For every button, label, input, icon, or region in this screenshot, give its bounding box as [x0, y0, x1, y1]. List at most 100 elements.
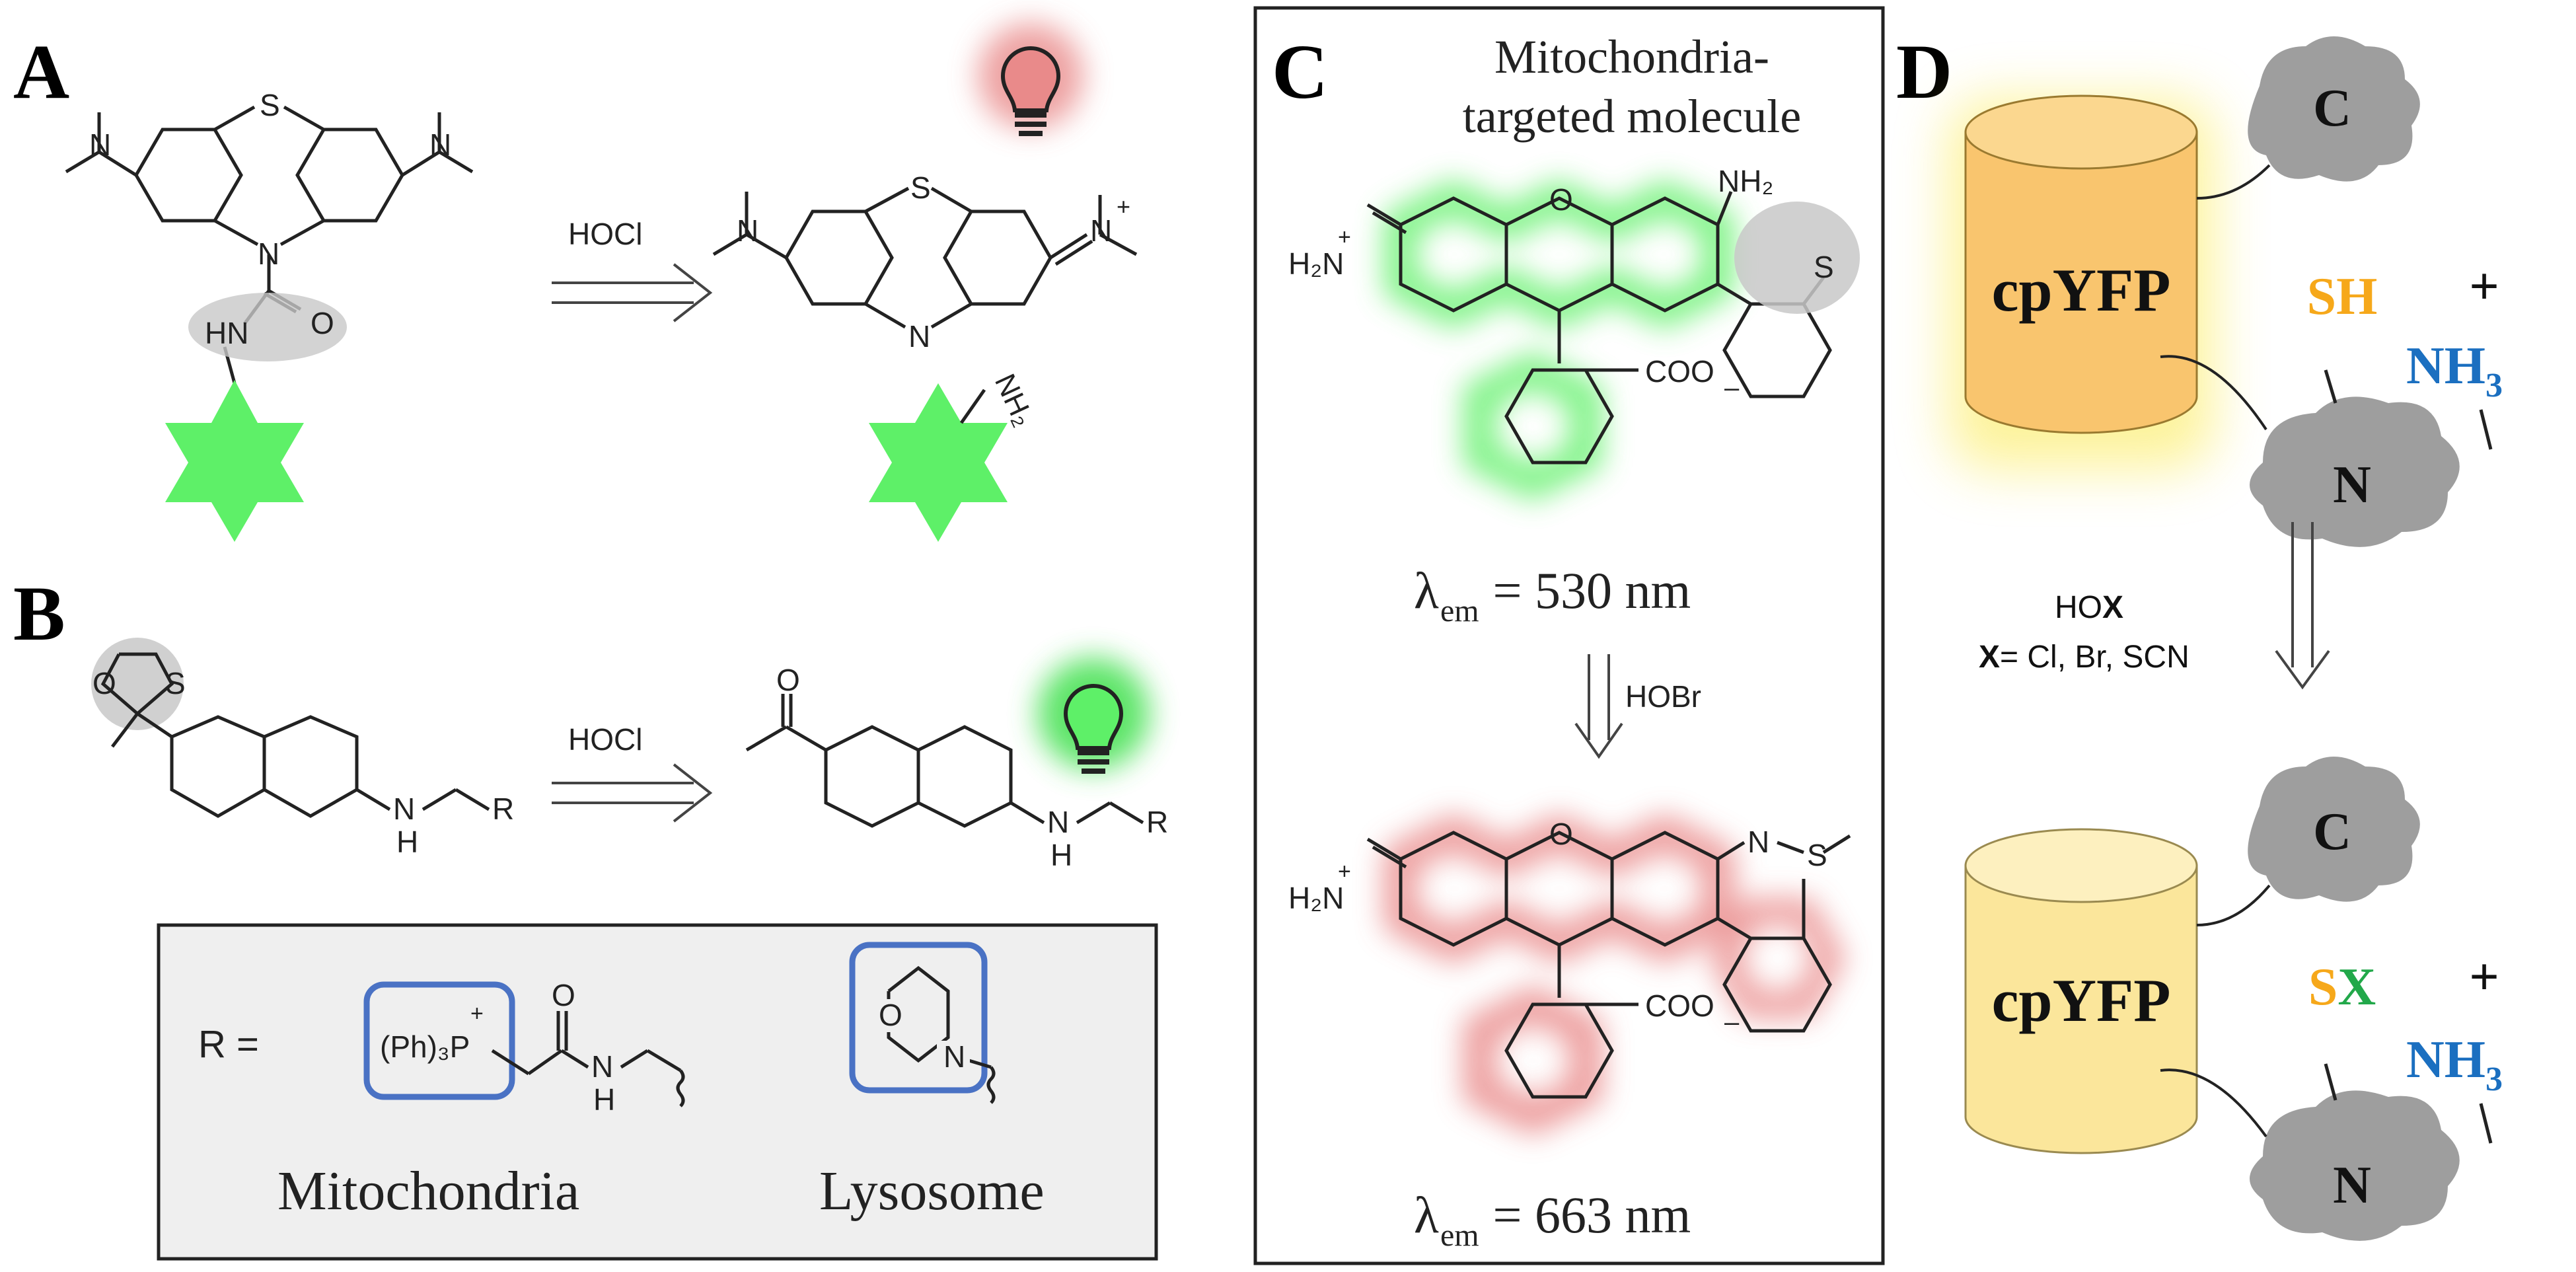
- panel-c: C Mitochondria- targeted molecule H₂N + …: [1253, 6, 1885, 1265]
- atom-o: O: [552, 978, 575, 1012]
- panel-d-reagent: HOX X= Cl, Br, SCN: [1979, 590, 2190, 675]
- lambda-530-value: = 530 nm: [1480, 562, 1691, 619]
- morpholine-n-mask: [937, 1041, 970, 1074]
- atom-o: O: [92, 666, 116, 700]
- panel-a-product-atoms: S N N N +: [737, 170, 1130, 354]
- reagent-x-definition: X= Cl, Br, SCN: [1979, 640, 2190, 675]
- phosphonium-highlight-box: [363, 981, 515, 1100]
- panel-d-arrow: [2275, 522, 2330, 690]
- panel-b-reactant-atoms: O S N H R: [92, 666, 514, 859]
- nh3-plus-top: +: [2469, 258, 2499, 316]
- nh3-plus-bottom: +: [2469, 948, 2499, 1006]
- bond: [959, 389, 986, 424]
- panel-a-reactant-atoms: S N N N HN O: [89, 88, 451, 350]
- n-terminus-cloud-top: [2250, 396, 2460, 547]
- panel-a-arrow: [552, 263, 713, 322]
- morpholine-highlight-box: [849, 942, 988, 1094]
- panel-c-arrow: [1574, 654, 1623, 759]
- red-lightbulb-icon: [978, 23, 1084, 136]
- nh3-label-bottom: NH3: [2406, 1031, 2503, 1098]
- sx-bond: [2324, 1063, 2337, 1101]
- panel-c-title-line1: Mitochondria-: [1494, 30, 1769, 83]
- c-linker-bottom: [2196, 884, 2271, 926]
- mitochondria-label: Mitochondria: [277, 1160, 579, 1222]
- phosphonium-group: (Ph)₃P: [380, 1029, 470, 1064]
- atom-h2n: H₂N: [1288, 246, 1344, 281]
- top-xanthene-atoms: H₂N + O NH₂ S COO –: [1288, 164, 1834, 402]
- atom-r: R: [492, 792, 514, 826]
- panel-b-arrow: [552, 763, 713, 823]
- atom-o: O: [1549, 182, 1573, 217]
- protein-label-bottom: cpYFP: [1992, 967, 2171, 1034]
- atom-o: O: [879, 998, 902, 1032]
- atom-s: S: [165, 666, 186, 700]
- atom-h: H: [593, 1082, 615, 1117]
- nh3-bond-top: [2479, 409, 2493, 450]
- panel-b-reagent: HOCl: [568, 722, 642, 757]
- atom-n: N: [943, 1039, 965, 1074]
- atom-h2n: H₂N: [1288, 881, 1344, 915]
- atom-n: N: [908, 319, 930, 354]
- atom-plus: +: [1117, 193, 1130, 220]
- atom-hn: HN: [205, 316, 248, 350]
- n-terminus-cloud-bottom: [2250, 1090, 2460, 1241]
- panel-d-letter: D: [1896, 28, 1952, 115]
- n-linker-bottom: [2160, 1068, 2267, 1138]
- atom-n: N: [1748, 825, 1769, 859]
- morpholine-atoms: O N: [879, 998, 965, 1074]
- atom-s: S: [260, 88, 280, 122]
- atom-nh2: NH₂: [1718, 164, 1773, 198]
- atom-n: N: [429, 128, 451, 162]
- atom-o: O: [1549, 817, 1573, 851]
- atom-o: O: [776, 663, 800, 697]
- carbamate-highlight-oval: [188, 293, 347, 361]
- sh-bond: [2324, 369, 2337, 404]
- atom-minus: –: [1724, 373, 1740, 402]
- lambda-em-663: λ em = 663 nm: [1414, 1186, 1691, 1253]
- lysosome-label: Lysosome: [819, 1160, 1045, 1222]
- panel-b-product-atoms: O N H R: [776, 663, 1168, 872]
- atom-minus: –: [1724, 1008, 1740, 1037]
- sx-label: SX: [2308, 958, 2376, 1016]
- panel-d: D cpYFP C N SH NH3 + HOX X= Cl, Br, SCN: [1896, 28, 2503, 1241]
- atom-plus: +: [1338, 859, 1351, 884]
- thioether-highlight-oval: [1734, 202, 1860, 314]
- atom-n: N: [1047, 805, 1069, 839]
- atom-n: N: [737, 213, 758, 248]
- panel-a-letter: A: [13, 28, 69, 115]
- panel-b-letter: B: [13, 570, 65, 657]
- atom-coo: COO: [1645, 989, 1714, 1023]
- atom-n: N: [258, 237, 279, 271]
- lambda-530-subscript: em: [1440, 593, 1479, 628]
- fluorophore-star-icon: [165, 380, 304, 542]
- panel-c-letter: C: [1272, 28, 1328, 115]
- panel-c-reagent: HOBr: [1625, 679, 1701, 714]
- atom-s: S: [910, 170, 931, 205]
- r-equals-label: R =: [198, 1023, 259, 1066]
- panel-b-reactant-bonds: [100, 652, 490, 818]
- lambda-663-value: = 663 nm: [1480, 1186, 1691, 1244]
- c-terminus-cloud-bottom: [2248, 757, 2420, 902]
- reagent-hox: HOX: [2055, 590, 2123, 625]
- n-terminus-label-bottom: N: [2333, 1156, 2371, 1215]
- n-linker-top: [2160, 355, 2267, 431]
- atom-o: O: [311, 306, 334, 340]
- c-terminus-label-top: C: [2313, 79, 2351, 137]
- atom-nh2: NH₂: [988, 369, 1040, 431]
- atom-h: H: [1050, 838, 1072, 872]
- c-terminus-cloud-top: [2248, 36, 2420, 182]
- panel-a-product-bonds: [712, 186, 1138, 329]
- nh3-bond-bottom: [2479, 1103, 2493, 1144]
- atom-plus: +: [1338, 225, 1351, 250]
- lambda-symbol: λ: [1414, 1186, 1439, 1244]
- atom-n: N: [393, 792, 415, 826]
- lambda-663-subscript: em: [1440, 1218, 1479, 1253]
- lambda-symbol: λ: [1414, 562, 1439, 619]
- panel-b-product-bonds: [745, 694, 1144, 828]
- sh-label: SH: [2307, 268, 2378, 326]
- panel-c-frame: [1253, 6, 1885, 1265]
- atom-coo: COO: [1645, 354, 1714, 389]
- c-terminus-label-bottom: C: [2313, 803, 2351, 861]
- cpyfp-cylinder-top: [1964, 94, 2198, 434]
- panel-a-reagent: HOCl: [568, 217, 642, 251]
